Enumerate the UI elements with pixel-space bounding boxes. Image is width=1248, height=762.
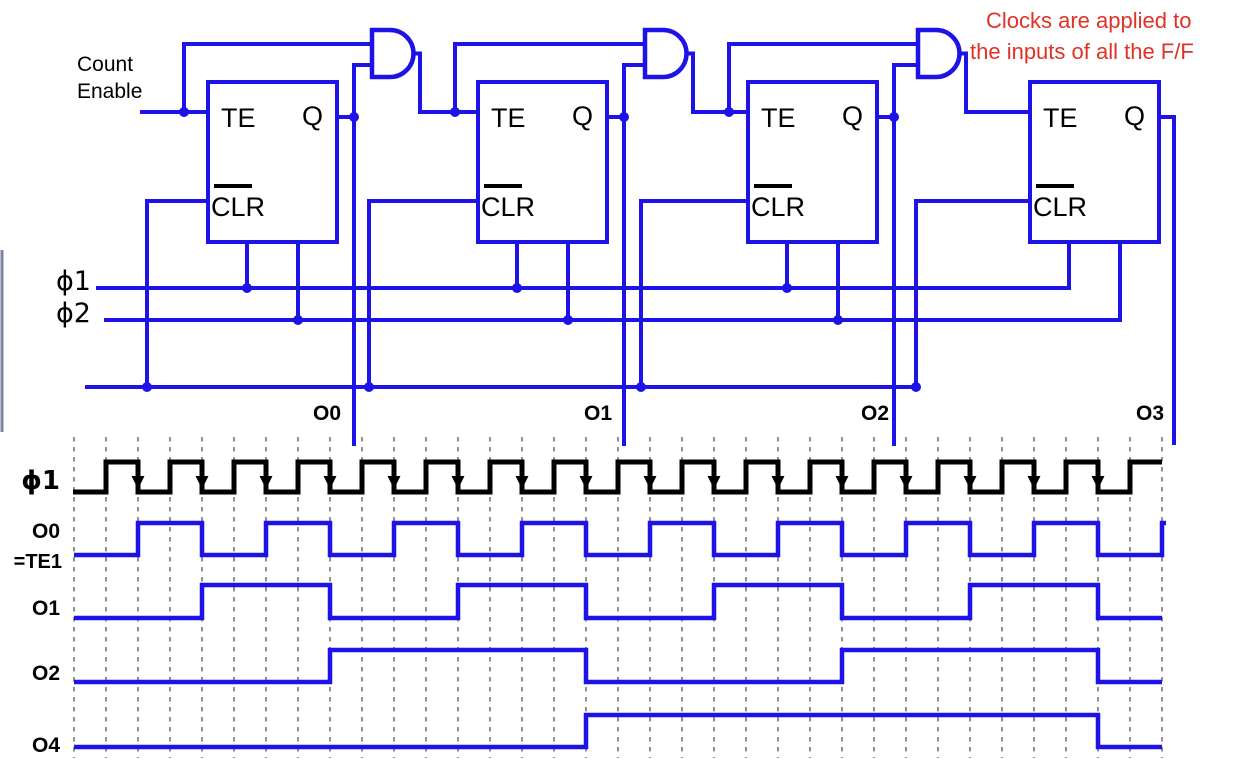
waveform-O0 [74, 520, 1166, 558]
flipflop-box [1028, 80, 1161, 244]
ff1-clr-overline [214, 184, 252, 188]
ff2-q-label: Q [572, 101, 594, 131]
waveform-O2 [74, 647, 1162, 685]
ff1-te-label: TE [221, 103, 256, 133]
falling-edge-arrow-icon [387, 476, 401, 489]
phi2-stubs [296, 242, 840, 320]
count-enable-label-line1: Count [77, 53, 134, 76]
output-label-o3: O3 [1135, 402, 1164, 425]
ff4-clr-label: CLR [1033, 192, 1088, 222]
timing-row-label-te1: =TE1 [13, 551, 62, 573]
falling-edge-arrow-icon [643, 476, 657, 489]
clr2-wire [367, 199, 478, 387]
clr3-wire [639, 199, 748, 387]
phi1-rail [96, 242, 1071, 290]
falling-edge-arrow-icon [451, 476, 465, 489]
ff4-te-label: TE [1043, 103, 1078, 133]
falling-edge-arrow-icon [899, 476, 913, 489]
falling-edge-arrow-icon [323, 476, 337, 489]
te3-to-gate3-wire [727, 42, 918, 112]
and-gate-icon [915, 27, 962, 80]
annotation-note: Clocks are applied to the inputs of all … [970, 5, 1194, 67]
falling-edge-arrow-icon [579, 476, 593, 489]
annotation-line1: Clocks are applied to [986, 8, 1192, 33]
phi2-rail-label: ϕ2 [56, 298, 91, 329]
gate1-output-wire [413, 51, 478, 114]
gate2-output-wire [686, 51, 748, 114]
ff3-te-label: TE [761, 103, 796, 133]
phi2-rail [104, 242, 1122, 322]
timing-row-label-phi1: ϕ1 [21, 466, 60, 496]
ff2-clr-overline [484, 184, 522, 188]
gate3-output-wire [959, 51, 1030, 114]
waveform-O4 [74, 712, 1162, 750]
ff1-clr-label: CLR [211, 192, 266, 222]
falling-edge-arrow-icon [1091, 476, 1105, 489]
flipflop-box [476, 80, 609, 244]
annotation-line2: the inputs of all the F/F [970, 39, 1194, 64]
clr4-wire [914, 199, 1030, 387]
te2-to-gate2-wire [453, 42, 645, 112]
ff3-clr-label: CLR [751, 192, 806, 222]
falling-edge-arrow-icon [707, 476, 721, 489]
flipflop-box [206, 80, 339, 244]
ff1-q-label: Q [302, 101, 324, 131]
waveform-ϕ1 [73, 459, 1162, 495]
and-gate-icon [369, 27, 416, 80]
and-gate-icon [642, 27, 689, 80]
timing-row-label-o1: O1 [31, 597, 60, 620]
ff2-te-label: TE [491, 103, 526, 133]
falling-edge-arrow-icon [131, 476, 145, 489]
output-label-o1: O1 [583, 402, 612, 425]
falling-edge-arrow-icon [195, 476, 209, 489]
ff3-q-label: Q [842, 101, 864, 131]
junction-dots [142, 107, 921, 392]
phi1-stubs [245, 242, 789, 288]
timing-row-label-o2: O2 [31, 662, 60, 685]
output-label-o2: O2 [860, 402, 889, 425]
falling-edge-arrow-icon [1027, 476, 1041, 489]
falling-edge-arrow-icon [515, 476, 529, 489]
counter-circuit [0, 27, 1176, 446]
timing-row-label-o0: O0 [31, 520, 60, 543]
ff2-clr-label: CLR [481, 192, 536, 222]
phi1-rail-label: ϕ1 [56, 266, 91, 297]
output-label-o0: O0 [312, 402, 341, 425]
ff4-q-label: Q [1124, 101, 1146, 131]
falling-edge-arrow-icon [963, 476, 977, 489]
flipflop-box [746, 80, 879, 244]
waveform-O1 [74, 582, 1162, 621]
falling-edge-arrow-icon [771, 476, 785, 489]
timing-waveforms [73, 459, 1166, 750]
clr1-wire [145, 199, 208, 387]
falling-edge-arrow-icon [259, 476, 273, 489]
ff4-clr-overline [1036, 184, 1074, 188]
falling-edge-arrow-icon [835, 476, 849, 489]
count-enable-label-line2: Enable [77, 80, 143, 103]
q4-wire [1157, 115, 1176, 445]
ff3-clr-overline [754, 184, 792, 188]
te1-to-gate1-wire [182, 42, 372, 112]
timing-row-label-o4: O4 [31, 734, 60, 757]
